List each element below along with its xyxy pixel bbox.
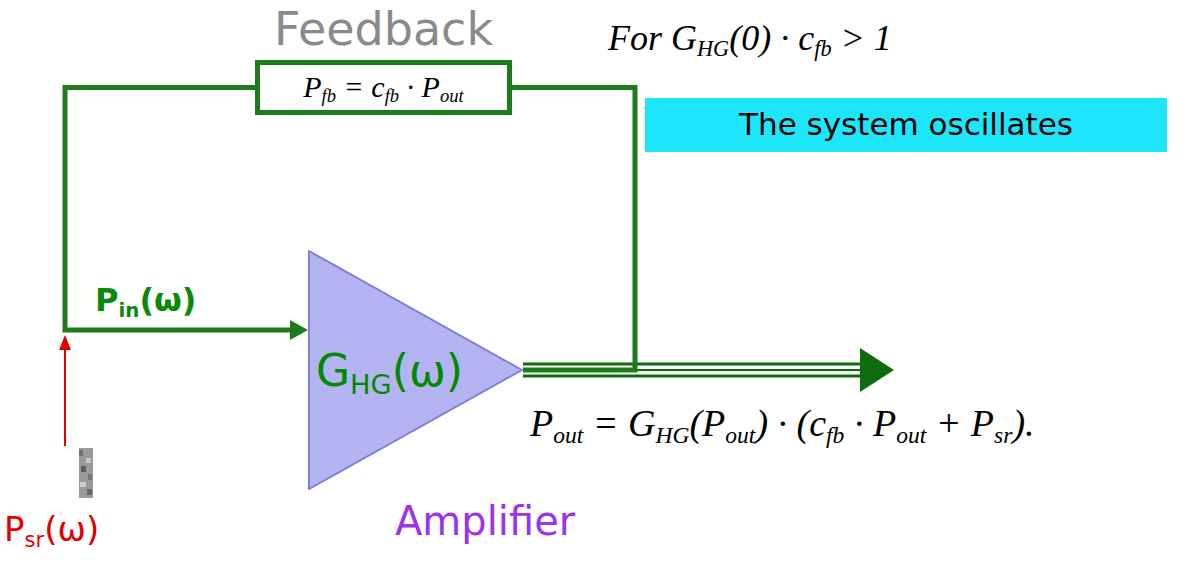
subscript: sr bbox=[994, 422, 1012, 448]
feedback-line bbox=[512, 88, 635, 371]
signal-label: Pin(ω) bbox=[95, 282, 196, 320]
noise-source bbox=[79, 448, 93, 498]
subscript: out bbox=[725, 422, 755, 448]
subscript: fb bbox=[814, 36, 831, 61]
box-heading: Feedback bbox=[274, 3, 493, 56]
subscript: HG bbox=[350, 369, 392, 400]
source-arrow bbox=[59, 335, 71, 446]
subscript: in bbox=[118, 299, 139, 322]
source-label: Psr(ω) bbox=[4, 510, 99, 550]
feedback-line bbox=[65, 88, 308, 341]
amplifier-heading: Amplifier bbox=[395, 498, 575, 544]
subscript: fb bbox=[826, 422, 844, 448]
amplifier-triangle: GHG(ω)Amplifier bbox=[308, 250, 523, 490]
subscript: HG bbox=[697, 36, 729, 61]
condition-text: For GHG(0) · cfb > 1 bbox=[608, 18, 892, 61]
subscript: HG bbox=[655, 422, 689, 448]
subscript: sr bbox=[25, 527, 45, 552]
subscript: out bbox=[553, 422, 583, 448]
status-box: The system oscillates bbox=[645, 98, 1167, 152]
formula: Pfb = cfb · Pout bbox=[303, 69, 463, 106]
subscript: out bbox=[440, 85, 464, 106]
status-text: The system oscillates bbox=[739, 107, 1073, 143]
subscript: fb bbox=[322, 85, 336, 106]
feedback-box: FeedbackPfb = cfb · Pout bbox=[255, 60, 512, 115]
gain-symbol: GHG(ω) bbox=[316, 346, 463, 398]
subscript: out bbox=[896, 422, 926, 448]
output-equation: Pout = GHG(Pout) · (cfb · Pout + Psr). bbox=[530, 402, 1035, 447]
subscript: fb bbox=[385, 85, 399, 106]
